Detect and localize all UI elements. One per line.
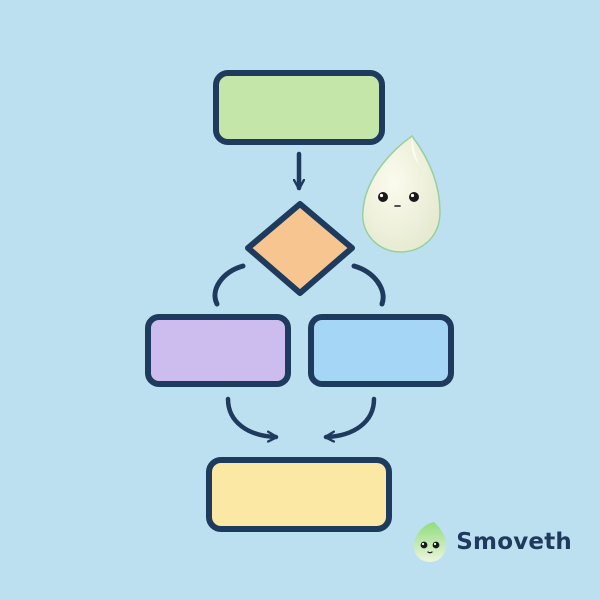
right-process-box bbox=[308, 314, 454, 387]
arrow-right-to-end bbox=[323, 396, 377, 437]
smoveth-logo-icon bbox=[414, 522, 447, 562]
mascot-right-eye bbox=[409, 192, 419, 202]
left-process-box bbox=[145, 314, 291, 387]
decision-diamond bbox=[245, 201, 355, 296]
droplet-mascot-icon bbox=[362, 134, 441, 253]
connector-decision-to-right bbox=[351, 263, 386, 307]
brand-logo: Smoveth bbox=[410, 520, 572, 564]
start-box bbox=[213, 70, 385, 145]
arrow-left-to-end bbox=[225, 396, 279, 437]
mascot-left-eye bbox=[378, 192, 388, 202]
connector-decision-to-left bbox=[212, 263, 246, 307]
brand-name: Smoveth bbox=[456, 529, 572, 555]
end-box bbox=[206, 457, 392, 532]
